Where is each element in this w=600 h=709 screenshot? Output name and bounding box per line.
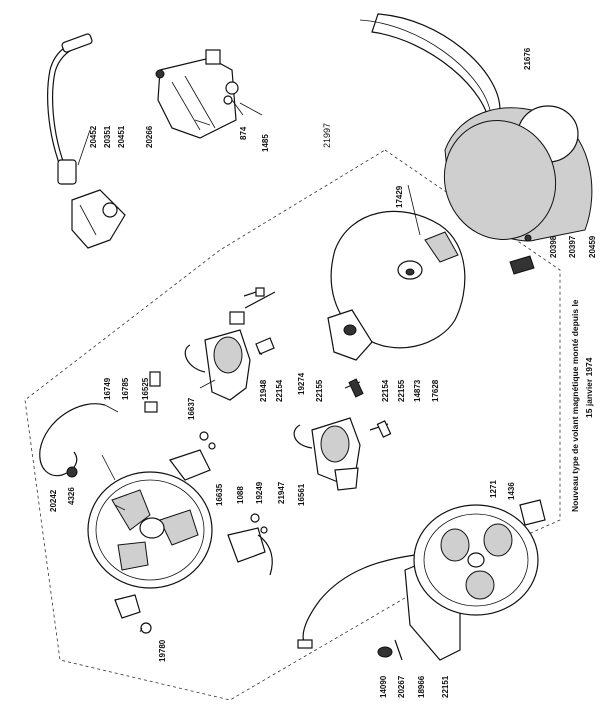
new-type-generator	[297, 499, 546, 661]
magneto-flywheel	[327, 210, 466, 361]
label-22155b: 22155	[397, 379, 406, 402]
label-22155a: 22155	[315, 379, 324, 402]
label-20452: 20452	[89, 125, 98, 148]
ignition-coil-21947	[293, 417, 361, 491]
label-16525: 16525	[141, 377, 150, 400]
label-20397: 20397	[568, 235, 577, 258]
label-16785: 16785	[121, 377, 130, 400]
label-14873: 14873	[413, 379, 422, 402]
label-16561: 16561	[297, 483, 306, 506]
terminal-parts	[144, 371, 216, 481]
label-19249: 19249	[255, 481, 264, 504]
label-21947: 21947	[277, 481, 286, 504]
bolts-center	[344, 378, 392, 438]
label-4326: 4326	[67, 487, 76, 505]
assembly-outline	[24, 149, 561, 701]
label-21676: 21676	[523, 47, 532, 70]
label-21997: 21997	[322, 123, 332, 148]
note-line-1: Nouveau type de volant magnétique monté …	[570, 299, 580, 512]
label-22154b: 22154	[381, 379, 390, 402]
label-20459: 20459	[588, 235, 597, 258]
nut-cap	[424, 231, 459, 263]
label-14090: 14090	[379, 675, 388, 698]
lead-ferrule	[57, 159, 77, 185]
label-1271: 1271	[489, 480, 498, 498]
lock-key	[114, 594, 152, 634]
label-20451: 20451	[117, 125, 126, 148]
label-16637: 16637	[187, 397, 196, 420]
ignition-coil-group	[155, 49, 239, 139]
label-20266: 20266	[145, 125, 154, 148]
label-22151: 22151	[441, 675, 450, 698]
condenser	[227, 513, 273, 576]
screw-set-upper	[244, 291, 276, 355]
wire-harness-16749	[39, 403, 119, 478]
label-17429: 17429	[395, 185, 404, 208]
ignition-coil-21948	[184, 287, 265, 401]
label-20242: 20242	[49, 489, 58, 512]
label-1088: 1088	[236, 486, 245, 504]
label-20351: 20351	[103, 125, 112, 148]
lead-end-terminal	[61, 33, 93, 53]
coil-terminal	[205, 49, 221, 65]
contact-breaker	[169, 449, 211, 481]
spark-plug-cap	[71, 189, 126, 249]
label-20398: 20398	[549, 235, 558, 258]
label-16749: 16749	[103, 377, 112, 400]
stator-base-plate	[87, 471, 213, 589]
label-22154a: 22154	[275, 379, 284, 402]
label-1485: 1485	[261, 134, 270, 152]
label-874: 874	[239, 126, 248, 140]
label-19780: 19780	[158, 639, 167, 662]
label-16635: 16635	[215, 483, 224, 506]
label-19274: 19274	[297, 372, 306, 395]
note-line-2: 15 janvier 1974	[584, 357, 594, 418]
label-17628: 17628	[431, 379, 440, 402]
flywheel-drum	[443, 105, 593, 275]
label-21948: 21948	[259, 379, 268, 402]
key-woodruff	[509, 255, 535, 275]
label-1436: 1436	[507, 482, 516, 500]
ht-lead-group	[47, 33, 126, 249]
new-type-note: Nouveau type de volant magnétique monté …	[570, 299, 594, 512]
part-number-labels: 21676 21997 20452 20351 20451 20266 874 …	[49, 47, 597, 698]
split-ring	[359, 13, 501, 129]
label-18966: 18966	[417, 675, 426, 698]
label-20267: 20267	[397, 675, 406, 698]
leader-lines	[77, 99, 421, 633]
